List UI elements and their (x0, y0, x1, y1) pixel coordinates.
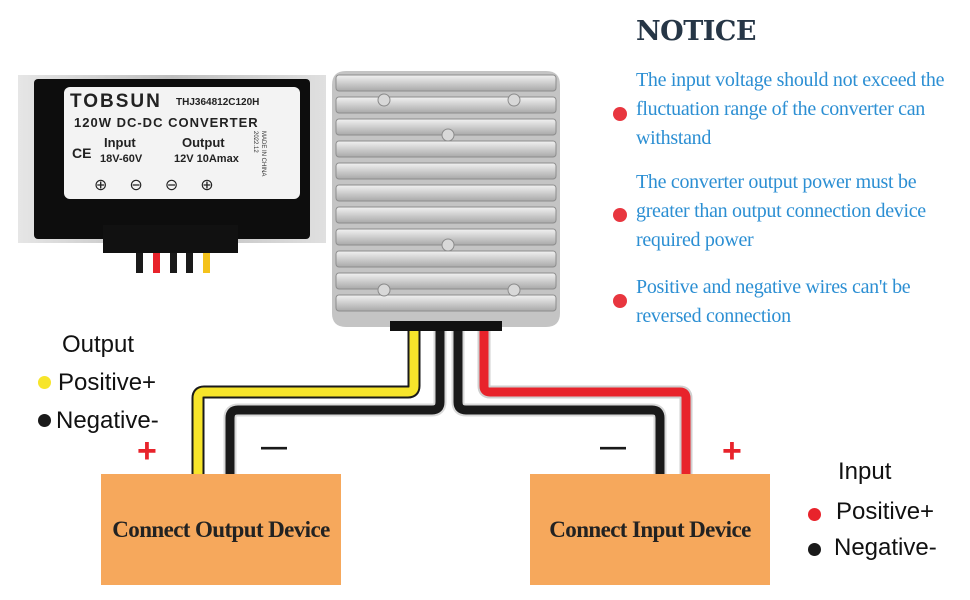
output-minus-sign: — (261, 431, 287, 461)
date-code: 2022.12 (252, 131, 258, 153)
input-voltage: 18V-60V (100, 153, 143, 165)
black-dot-icon (38, 414, 51, 427)
converter-front-view: TOBSUN THJ364812C120H 120W DC-DC CONVERT… (18, 75, 328, 273)
terminal-plus-icon: ⊕ (200, 177, 214, 194)
input-heading: Input (104, 135, 136, 150)
terminal-plus-icon: ⊕ (94, 177, 108, 194)
notice-bullet-icon (613, 294, 627, 308)
terminal-minus-icon: ⊖ (164, 177, 179, 194)
notice-item-1: The input voltage should not exceed the … (636, 69, 945, 149)
notice-bullet-icon (613, 107, 627, 121)
input-legend-heading: Input (838, 458, 892, 485)
brand-name: TOBSUN (70, 91, 162, 112)
ce-mark: CE (72, 145, 92, 161)
output-heading: Output (182, 135, 225, 150)
output-legend-heading: Output (62, 331, 135, 358)
output-device-label: Connect Output Device (112, 516, 330, 542)
output-negative-label: Negative- (56, 407, 159, 434)
input-plus-sign: + (722, 432, 742, 470)
notice-item-3: Positive and negative wires can't be rev… (636, 276, 911, 327)
output-rating: 12V 10Amax (174, 153, 239, 165)
input-positive-label: Positive+ (836, 498, 935, 525)
converter-label: TOBSUN THJ364812C120H 120W DC-DC CONVERT… (64, 87, 300, 199)
output-device-box: Connect Output Device (101, 474, 341, 585)
yellow-dot-icon (38, 376, 51, 389)
input-negative-label: Negative- (834, 534, 937, 561)
terminal-markings: ⊕ ⊖ ⊖ ⊕ (94, 175, 244, 195)
input-minus-sign: — (600, 431, 626, 461)
input-device-label: Connect Input Device (549, 516, 751, 542)
output-plus-sign: + (137, 432, 157, 470)
red-dot-icon (808, 508, 821, 521)
input-device-box: Connect Input Device (530, 474, 770, 585)
terminal-minus-icon: ⊖ (129, 177, 143, 194)
converter-heatsink-view (332, 71, 560, 331)
made-in-label: MADE IN CHINA (260, 131, 266, 177)
notice-item-2: The converter output power must be great… (636, 171, 926, 251)
notice-title: NOTICE (636, 16, 757, 47)
black-dot-icon (808, 543, 821, 556)
output-positive-label: Positive+ (58, 369, 157, 396)
notice-bullet-icon (613, 208, 627, 222)
model-number: THJ364812C120H (176, 97, 260, 108)
converter-title: 120W DC-DC CONVERTER (74, 115, 259, 130)
